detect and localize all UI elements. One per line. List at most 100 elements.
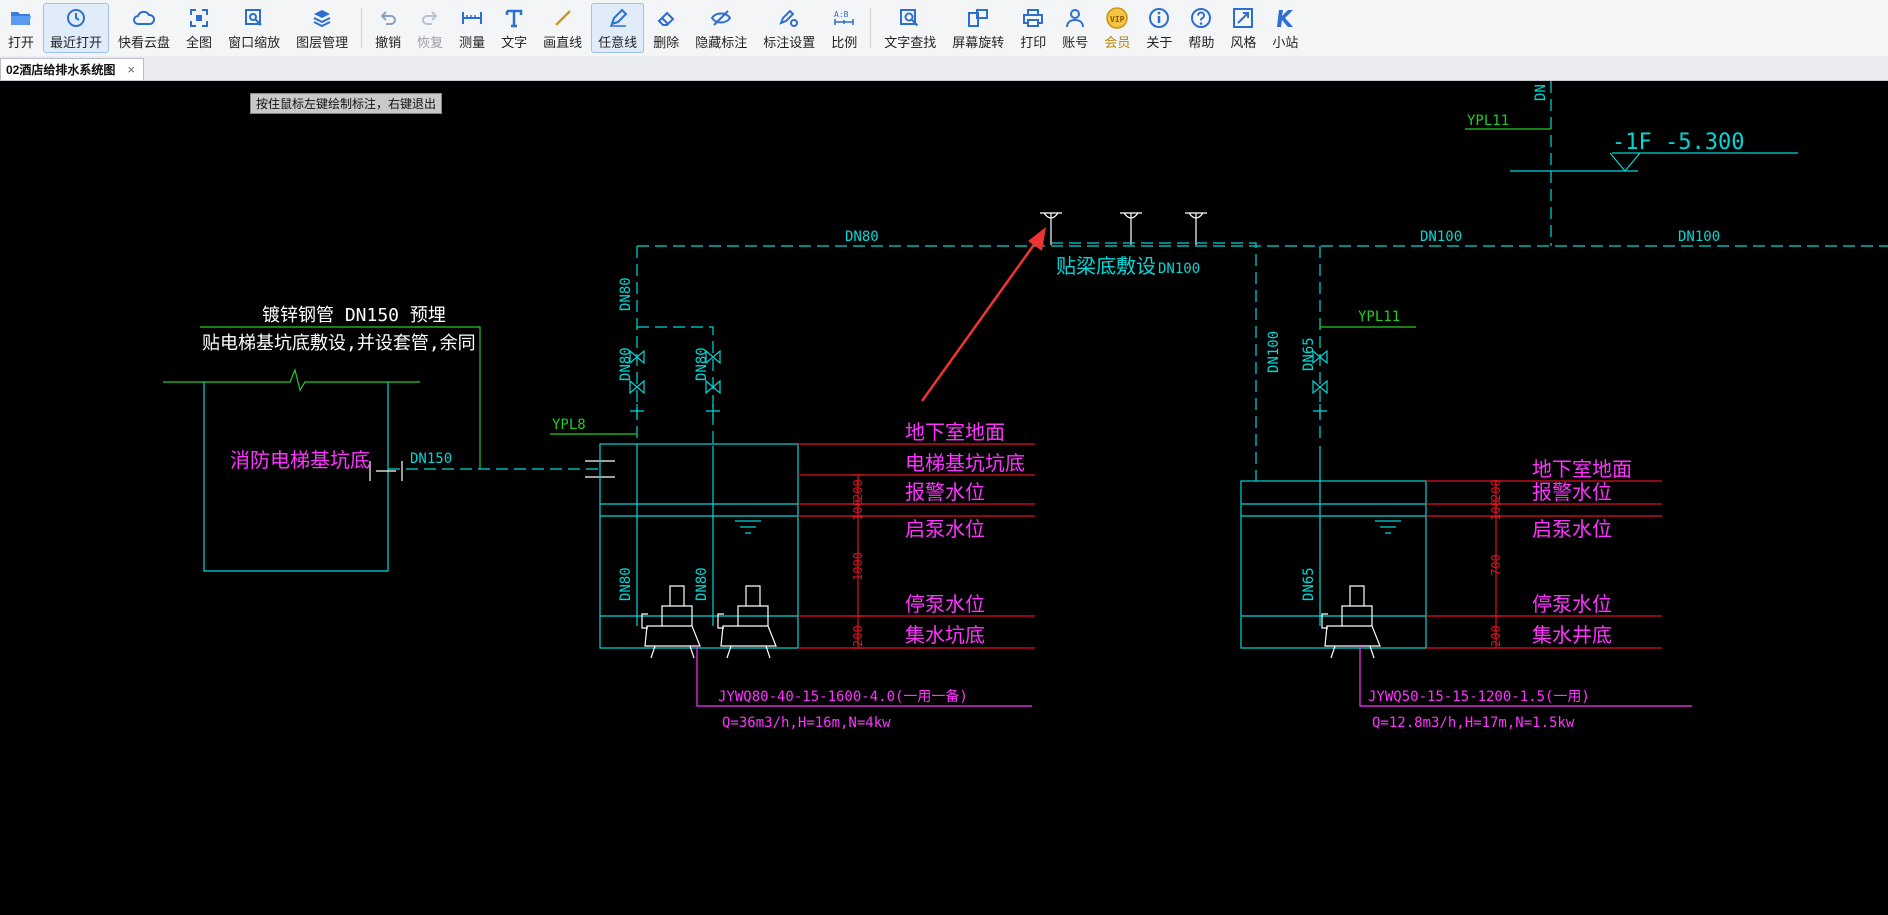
k-logo-icon bbox=[1274, 6, 1296, 30]
zoom-window-icon bbox=[244, 6, 264, 30]
cloud-button[interactable]: 快看云盘 bbox=[111, 3, 177, 53]
water-level-symbol-left bbox=[735, 520, 761, 534]
pump-right-spec: Q=12.8m3/h,H=17m,N=1.5kw bbox=[1372, 715, 1575, 731]
folder-icon bbox=[10, 6, 32, 30]
site-button[interactable]: 小站 bbox=[1265, 3, 1305, 53]
label-dn-top: DN bbox=[1533, 84, 1549, 101]
text-button[interactable]: 文字 bbox=[494, 3, 534, 53]
freehand-button[interactable]: 任意线 bbox=[591, 3, 645, 53]
undo-button[interactable]: 撤销 bbox=[368, 3, 408, 53]
document-tab[interactable]: 02酒店给排水系统图 × bbox=[0, 58, 144, 80]
vip-button[interactable]: VIP 会员 bbox=[1097, 3, 1137, 53]
dim-l-1000: 1000 bbox=[851, 552, 865, 581]
annotation-arrow[interactable] bbox=[920, 227, 1046, 402]
pen-gear-icon bbox=[778, 6, 800, 30]
left-branch-pipe bbox=[637, 326, 714, 446]
dim-r-200a: 200 bbox=[1489, 479, 1503, 501]
document-tab-bar: 02酒店给排水系统图 × bbox=[0, 56, 1888, 81]
tank-left-levels bbox=[600, 503, 798, 617]
redo-icon bbox=[420, 6, 440, 30]
dim-l-200a: 200 bbox=[851, 479, 865, 501]
svg-text:A:B: A:B bbox=[834, 10, 849, 19]
galv-pipe-box bbox=[200, 326, 481, 469]
label-fire-pit: 消防电梯基坑底 bbox=[230, 448, 370, 472]
measure-button[interactable]: 测量 bbox=[452, 3, 492, 53]
floor-level-line bbox=[1510, 152, 1798, 172]
label-dn100-mid: DN100 bbox=[1420, 229, 1462, 245]
pump-left-model: JYWQ80-40-15-1600-4.0(一用一备) bbox=[718, 688, 968, 705]
valve-left-2 bbox=[705, 349, 721, 418]
eraser-icon bbox=[656, 6, 676, 30]
ruler-icon bbox=[461, 6, 483, 30]
dim-r-100: 100 bbox=[1489, 499, 1503, 521]
label-dn80-v5: DN80 bbox=[694, 567, 710, 601]
tank-right-levels bbox=[1241, 503, 1426, 617]
eye-slash-icon bbox=[710, 6, 732, 30]
line-icon bbox=[553, 6, 573, 30]
layers-button[interactable]: 图层管理 bbox=[289, 3, 355, 53]
toolbar-divider bbox=[361, 8, 363, 48]
drawing-canvas[interactable]: 按住鼠标左键绘制标注，右键退出 bbox=[0, 81, 1888, 915]
rotate-button[interactable]: 屏幕旋转 bbox=[945, 3, 1011, 53]
help-button[interactable]: 帮助 bbox=[1181, 3, 1221, 53]
toolbar-divider bbox=[870, 8, 872, 48]
level-lines-left bbox=[798, 443, 1035, 649]
recent-button[interactable]: 最近打开 bbox=[43, 3, 110, 53]
label-dn150: DN150 bbox=[410, 451, 452, 467]
pump-right-model: JYWQ50-15-15-1200-1.5(一用) bbox=[1368, 689, 1590, 705]
pump-left-leader bbox=[696, 646, 1032, 707]
help-icon bbox=[1190, 6, 1212, 30]
fit-all-button[interactable]: 全图 bbox=[179, 3, 219, 53]
dim-l-200b: 200 bbox=[851, 625, 865, 647]
dim-line-left bbox=[852, 474, 864, 649]
valve-left-1 bbox=[629, 349, 645, 418]
beam-hanger-3 bbox=[1185, 212, 1207, 245]
sump-tank-left bbox=[599, 443, 799, 649]
pump-right bbox=[1321, 585, 1381, 659]
text-search-button[interactable]: 文字查找 bbox=[877, 3, 943, 53]
account-button[interactable]: 账号 bbox=[1055, 3, 1095, 53]
label-r-well-bottom: 集水井底 bbox=[1532, 623, 1612, 647]
erase-button[interactable]: 删除 bbox=[646, 3, 686, 53]
about-button[interactable]: 关于 bbox=[1139, 3, 1179, 53]
text-icon bbox=[504, 6, 524, 30]
pipe-sleeve-1 bbox=[369, 461, 403, 481]
print-button[interactable]: 打印 bbox=[1013, 3, 1053, 53]
pump-right-leader bbox=[1359, 646, 1692, 707]
label-r-alarm: 报警水位 bbox=[1532, 480, 1612, 504]
close-tab-icon[interactable]: × bbox=[127, 62, 135, 77]
dim-line-right bbox=[1490, 480, 1502, 649]
level-lines-right bbox=[1426, 480, 1662, 649]
label-dn80-v2: DN80 bbox=[618, 347, 634, 381]
document-tab-title: 02酒店给排水系统图 bbox=[6, 63, 116, 77]
beam-hanger-2 bbox=[1120, 212, 1142, 245]
label-dn80-top: DN80 bbox=[845, 229, 879, 245]
rotate-icon bbox=[967, 6, 989, 30]
label-dn100-right: DN100 bbox=[1678, 229, 1720, 245]
label-r-basement: 地下室地面 bbox=[1532, 457, 1632, 481]
water-level-symbol-right bbox=[1375, 520, 1401, 534]
beam-hanger-1 bbox=[1040, 212, 1062, 245]
hide-marks-button[interactable]: 隐藏标注 bbox=[688, 3, 754, 53]
toolbar: 打开 最近打开 快看云盘 全图 窗口缩放 图层管理 撤销 恢复 测量 文字 画直… bbox=[0, 0, 1888, 57]
valve-right bbox=[1312, 349, 1328, 418]
pen-icon bbox=[608, 6, 628, 30]
layers-icon bbox=[312, 6, 332, 30]
undo-icon bbox=[378, 6, 398, 30]
dim-l-100: 100 bbox=[851, 499, 865, 521]
draw-line-button[interactable]: 画直线 bbox=[536, 3, 589, 53]
window-zoom-button[interactable]: 窗口缩放 bbox=[221, 3, 287, 53]
label-ypl8: YPL8 bbox=[552, 417, 586, 433]
open-button[interactable]: 打开 bbox=[1, 3, 41, 53]
pump-left-1 bbox=[641, 585, 701, 659]
fit-icon bbox=[189, 6, 209, 30]
style-button[interactable]: 风格 bbox=[1223, 3, 1263, 53]
scale-button[interactable]: A:B 比例 bbox=[824, 3, 864, 53]
vip-icon: VIP bbox=[1106, 6, 1129, 30]
cloud-icon bbox=[132, 6, 156, 30]
label-l-sump-bottom: 集水坑底 bbox=[905, 623, 985, 647]
redo-button[interactable]: 恢复 bbox=[410, 3, 450, 53]
label-l-stop: 停泵水位 bbox=[905, 592, 985, 616]
style-icon bbox=[1232, 6, 1254, 30]
mark-settings-button[interactable]: 标注设置 bbox=[756, 3, 822, 53]
